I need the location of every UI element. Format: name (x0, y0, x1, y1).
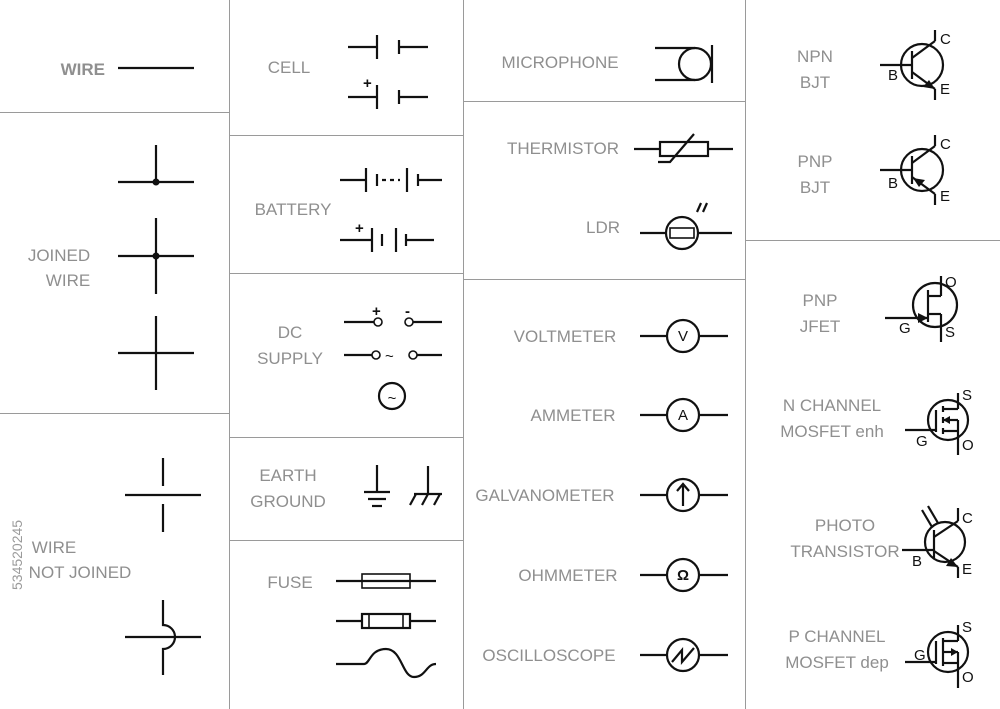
photo-e-pin: E (962, 561, 972, 578)
cell-plus-glyph: + (363, 75, 372, 92)
ac-tilde-glyph: ~ (385, 348, 394, 365)
ldr-label: LDR (586, 218, 620, 237)
n-mosfet-label-line2: MOSFET enh (780, 422, 884, 441)
ammeter-a-glyph: A (678, 407, 688, 424)
battery-label: BATTERY (255, 200, 332, 219)
voltmeter-symbol: V (640, 318, 728, 354)
p-mosfet-o-pin: O (962, 669, 974, 686)
ohmmeter-label: OHMMETER (518, 566, 617, 585)
p-mosfet-g-pin: G (914, 647, 926, 664)
jfet-o-pin: O (945, 274, 957, 291)
phototransistor-label-line2: TRANSISTOR (790, 542, 899, 561)
watermark-id: 534520245 (9, 520, 25, 590)
wire-not-joined-label-line2: NOT JOINED (29, 563, 132, 582)
pnp-bjt-label-line2: BJT (800, 178, 830, 197)
n-mosfet-g-pin: G (916, 433, 928, 450)
earth-ground-label-line1: EARTH (259, 466, 316, 485)
npn-b-pin: B (888, 67, 898, 84)
p-mosfet-symbol: S G O (905, 619, 974, 688)
chassis-ground-symbol (409, 466, 442, 506)
crossing-wire-symbol (118, 316, 194, 390)
pnp-jfet-label-line2: JFET (800, 317, 841, 336)
joined-wire-label-line1: JOINED (28, 246, 90, 265)
photo-c-pin: C (962, 510, 973, 527)
ammeter-symbol: A (640, 397, 728, 433)
battery-symbol (340, 168, 442, 192)
dc-plus-glyph: + (372, 303, 381, 320)
npn-bjt-label-line2: BJT (800, 73, 830, 92)
phototransistor-symbol: C B E (902, 505, 973, 578)
wire-label: WIRE (61, 60, 105, 79)
phototransistor-label-line1: PHOTO (815, 516, 875, 535)
microphone-symbol (655, 45, 714, 83)
pnp-b-pin: B (888, 175, 898, 192)
dc-supply-label-line1: DC (278, 323, 303, 342)
joined-wire-label-line2: WIRE (46, 271, 90, 290)
joined-wire-t-symbol (118, 145, 194, 186)
thermistor-label: THERMISTOR (507, 139, 619, 158)
cell-polarized-symbol: + (348, 75, 428, 109)
pnp-c-pin: C (940, 136, 951, 153)
n-mosfet-symbol: S G O (905, 387, 974, 455)
jfet-g-pin: G (899, 320, 911, 337)
wire-not-joined-hop-symbol (125, 600, 201, 675)
npn-c-pin: C (940, 31, 951, 48)
fuse-symbol-3 (336, 647, 437, 679)
pnp-e-pin: E (940, 188, 950, 205)
galvanometer-symbol (640, 477, 728, 513)
oscilloscope-symbol (640, 637, 728, 673)
p-mosfet-label-line2: MOSFET dep (785, 653, 889, 672)
pnp-jfet-label-line1: PNP (803, 291, 838, 310)
fuse-symbol-2 (336, 612, 436, 630)
jfet-s-pin: S (945, 324, 955, 341)
pnp-bjt-symbol: C B E (880, 135, 951, 205)
ohmmeter-symbol: Ω (640, 557, 728, 593)
wire-not-joined-gap-symbol (125, 458, 201, 532)
p-mosfet-s-pin: S (962, 619, 972, 636)
cell-symbol (348, 35, 428, 59)
npn-e-pin: E (940, 81, 950, 98)
dc-minus-glyph: - (405, 303, 410, 320)
oscilloscope-label: OSCILLOSCOPE (482, 646, 615, 665)
joined-wire-cross-symbol (118, 218, 194, 294)
n-mosfet-o-pin: O (962, 437, 974, 454)
ac-source-tilde-glyph: ~ (388, 390, 397, 407)
ac-source-symbol: ~ (377, 381, 407, 411)
microphone-label: MICROPHONE (501, 53, 618, 72)
p-mosfet-label-line1: P CHANNEL (789, 627, 886, 646)
wire-not-joined-label-line1: WIRE (32, 538, 76, 557)
n-mosfet-s-pin: S (962, 387, 972, 404)
ac-terminals-symbol: ~ (344, 348, 442, 365)
ohmmeter-omega-glyph: Ω (677, 567, 689, 584)
earth-ground-label-line2: GROUND (250, 492, 326, 511)
ammeter-label: AMMETER (531, 406, 616, 425)
n-mosfet-label-line1: N CHANNEL (783, 396, 881, 415)
voltmeter-v-glyph: V (678, 328, 688, 345)
battery-polarized-symbol: + (340, 220, 434, 252)
dc-terminals-symbol: + - (344, 303, 442, 327)
galvanometer-label: GALVANOMETER (475, 486, 614, 505)
npn-bjt-symbol: C B E (880, 30, 951, 100)
pnp-jfet-symbol: O G S (885, 274, 959, 342)
voltmeter-label: VOLTMETER (514, 327, 617, 346)
earth-symbol (364, 465, 390, 508)
fuse-symbol-1 (336, 573, 436, 589)
npn-bjt-label-line1: NPN (797, 47, 833, 66)
ldr-symbol (640, 202, 732, 251)
dc-supply-label-line2: SUPPLY (257, 349, 323, 368)
thermistor-symbol (634, 133, 733, 164)
battery-plus-glyph: + (355, 220, 364, 237)
photo-b-pin: B (912, 553, 922, 570)
fuse-label: FUSE (267, 573, 312, 592)
pnp-bjt-label-line1: PNP (798, 152, 833, 171)
cell-label: CELL (268, 58, 311, 77)
